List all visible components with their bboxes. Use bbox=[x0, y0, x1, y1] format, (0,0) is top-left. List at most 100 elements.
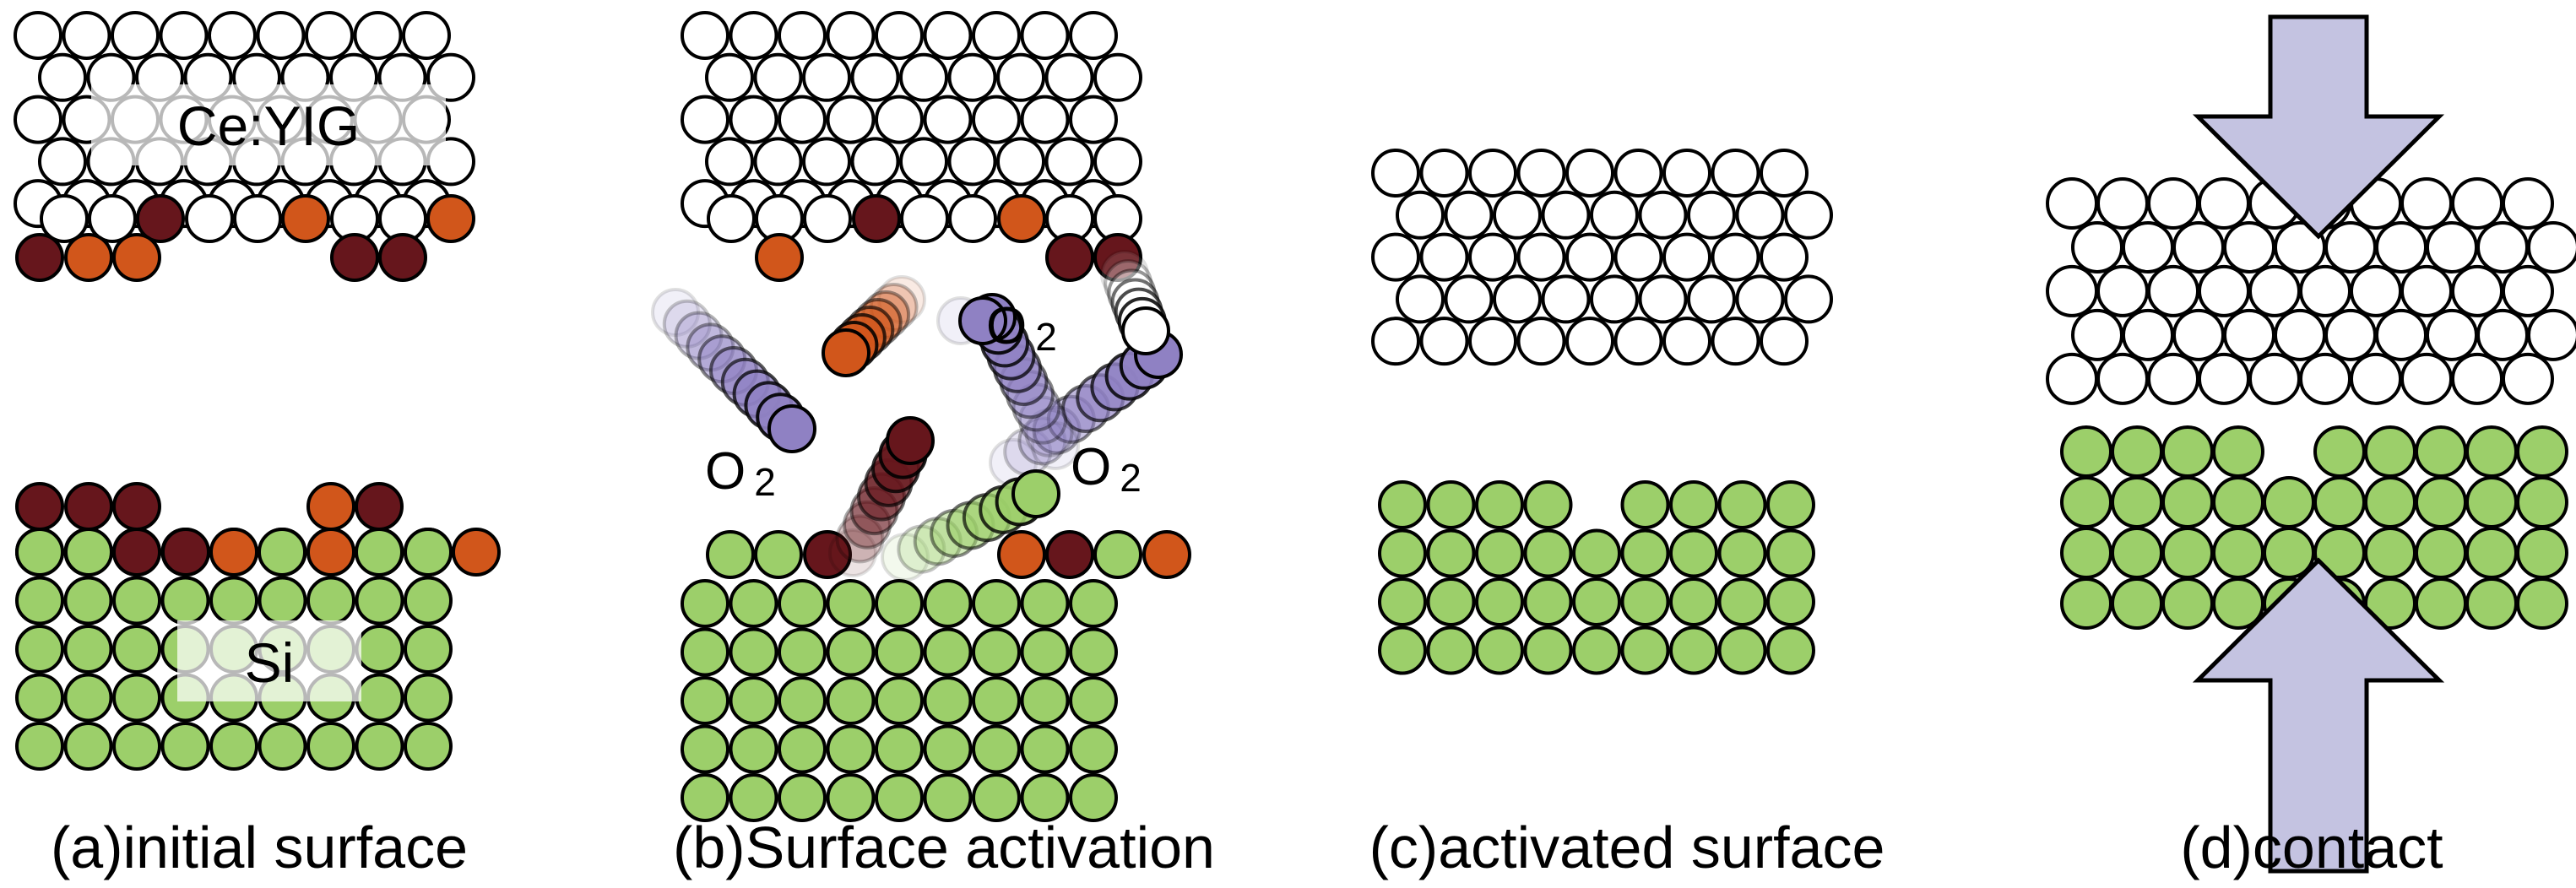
substrate-atom bbox=[1378, 480, 1427, 529]
film-atom bbox=[2426, 308, 2478, 361]
film-atom bbox=[948, 194, 997, 243]
substrate-atom bbox=[306, 722, 355, 771]
film-atom bbox=[2527, 308, 2576, 361]
substrate-atom bbox=[681, 724, 729, 774]
sputtered-film-trail bbox=[1121, 306, 1170, 355]
substrate-atom bbox=[1669, 577, 1718, 626]
film-atom bbox=[1711, 149, 1760, 198]
film-atom bbox=[1093, 137, 1142, 187]
film-atom bbox=[1613, 149, 1663, 198]
substrate-atom bbox=[1523, 480, 1573, 529]
substrate-atom bbox=[1620, 625, 1670, 675]
substrate-atom bbox=[2516, 425, 2568, 478]
substrate-atom bbox=[1717, 528, 1767, 578]
substrate-atom bbox=[826, 579, 876, 628]
substrate-atom bbox=[1766, 625, 1815, 675]
film-atom bbox=[1784, 190, 1833, 240]
substrate-atom bbox=[1669, 528, 1718, 578]
substrate-atom bbox=[2111, 425, 2163, 478]
film-atom bbox=[1419, 317, 1469, 366]
film-atom bbox=[1020, 95, 1070, 144]
film-atom bbox=[1493, 190, 1542, 240]
substrate-atom bbox=[923, 579, 973, 628]
film-atom bbox=[14, 95, 62, 144]
film-atom bbox=[1371, 232, 1420, 282]
contaminant-atom bbox=[803, 530, 852, 579]
panel-a-labels: Ce:YIG Si bbox=[91, 84, 446, 701]
substrate-atom bbox=[2465, 476, 2518, 528]
substrate-atom bbox=[826, 676, 876, 725]
contaminant-atom bbox=[112, 482, 161, 531]
film-atom bbox=[402, 11, 451, 60]
substrate-atom bbox=[2161, 527, 2214, 579]
film-atom bbox=[2223, 220, 2275, 273]
substrate-atom bbox=[355, 528, 404, 577]
substrate-atom bbox=[875, 773, 924, 822]
substrate-atom bbox=[2111, 527, 2163, 579]
film-atom bbox=[1371, 149, 1420, 198]
film-atom bbox=[111, 11, 160, 60]
film-atom bbox=[2502, 352, 2554, 405]
substrate-atom bbox=[404, 625, 453, 674]
substrate-atom bbox=[1523, 577, 1573, 626]
substrate-atom bbox=[355, 625, 404, 674]
film-atom bbox=[705, 137, 754, 187]
film-atom bbox=[2324, 308, 2377, 361]
film-atom bbox=[1444, 274, 1494, 324]
substrate-atom bbox=[1523, 528, 1573, 578]
film-atom bbox=[1516, 232, 1566, 282]
substrate-atom bbox=[2161, 425, 2214, 478]
film-atom bbox=[875, 11, 924, 60]
contaminant-atom bbox=[112, 233, 161, 282]
substrate-atom bbox=[1669, 480, 1718, 529]
substrate-atom bbox=[2212, 527, 2264, 579]
film-atom bbox=[2426, 220, 2478, 273]
film-atom bbox=[826, 11, 876, 60]
film-atom bbox=[1044, 52, 1094, 102]
oxygen-ion-trail bbox=[1031, 421, 1080, 470]
film-atom bbox=[40, 194, 89, 243]
contaminant-atom bbox=[355, 482, 404, 531]
film-atom bbox=[1516, 149, 1566, 198]
substrate-atom bbox=[1475, 577, 1524, 626]
contaminant-atom bbox=[15, 482, 64, 531]
substrate-atom bbox=[2415, 527, 2467, 579]
substrate-atom bbox=[778, 724, 827, 774]
film-atom bbox=[1662, 149, 1711, 198]
substrate-atom bbox=[15, 625, 64, 674]
oxygen-ion-trail bbox=[662, 299, 712, 349]
substrate-atom bbox=[355, 576, 404, 625]
film-atom bbox=[1735, 274, 1785, 324]
substrate-atom bbox=[209, 576, 258, 625]
film-atom bbox=[1711, 317, 1760, 366]
film-atom bbox=[159, 11, 209, 60]
film-atom bbox=[1093, 52, 1142, 102]
film-atom bbox=[1468, 317, 1517, 366]
substrate-atom bbox=[1475, 528, 1524, 578]
caption-d: (d)contact bbox=[2180, 815, 2443, 880]
film-atom bbox=[1590, 190, 1639, 240]
substrate-atom bbox=[2212, 425, 2264, 478]
film-atom bbox=[1784, 274, 1833, 324]
film-atom bbox=[2350, 264, 2402, 317]
film-atom bbox=[1419, 149, 1469, 198]
film-atom bbox=[729, 11, 778, 60]
substrate-atom bbox=[2364, 476, 2416, 528]
film-atom bbox=[1396, 274, 1445, 324]
substrate-atom bbox=[826, 773, 876, 822]
film-atom bbox=[2451, 352, 2503, 405]
substrate-atom bbox=[1378, 577, 1427, 626]
contaminant-atom bbox=[64, 482, 113, 531]
substrate-atom bbox=[404, 528, 453, 577]
substrate-atom bbox=[1020, 676, 1070, 725]
caption-b: (b)Surface activation bbox=[673, 815, 1215, 880]
film-atom bbox=[705, 52, 754, 102]
substrate-atom bbox=[826, 724, 876, 774]
film-label-backdrop bbox=[91, 84, 446, 165]
film-atom bbox=[1613, 317, 1663, 366]
sputtered-contaminant-trail bbox=[828, 528, 877, 577]
substrate-atom bbox=[2111, 577, 2163, 630]
substrate-atom bbox=[64, 528, 113, 577]
